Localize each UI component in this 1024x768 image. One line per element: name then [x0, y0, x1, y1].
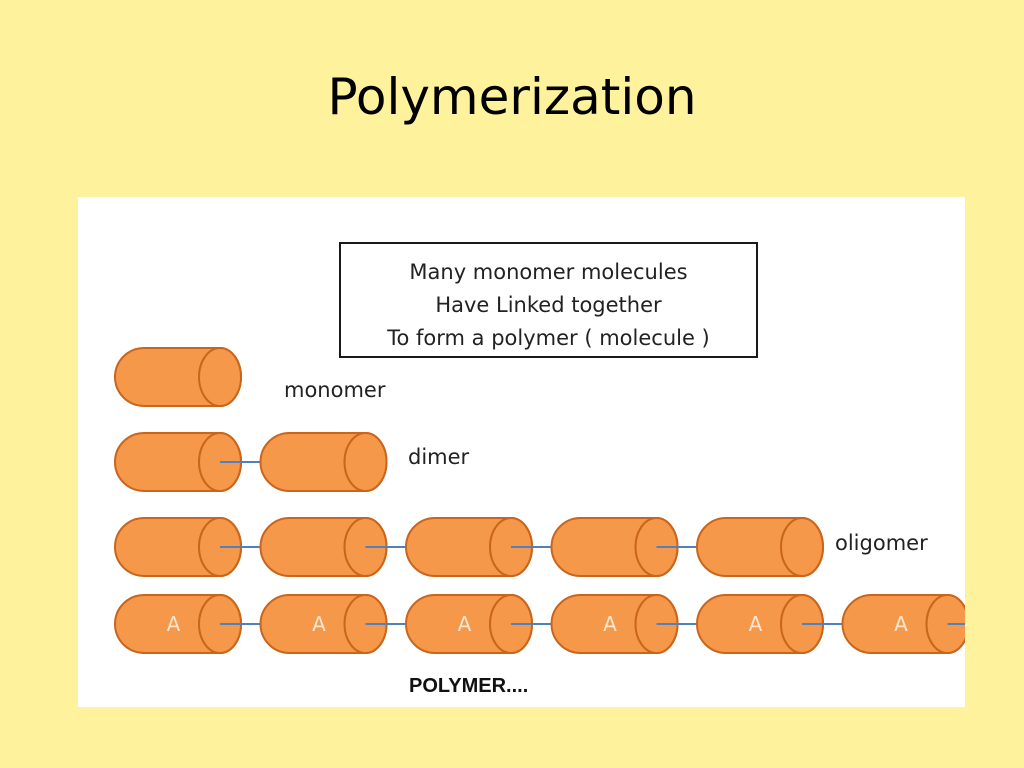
slide-title: Polymerization: [327, 68, 697, 126]
cylinder-row3-unit5-cap: [780, 517, 824, 577]
unit-letter-6: A: [894, 612, 908, 636]
cylinder-row4-unit6-cap: [925, 594, 965, 654]
cylinder-row2-unit2-cap: [343, 432, 388, 492]
unit-letter-4: A: [603, 612, 617, 636]
unit-letter-3: A: [458, 612, 472, 636]
info-line-2: Have Linked together: [435, 293, 662, 317]
label-monomer: monomer: [284, 378, 386, 402]
unit-letter-1: A: [167, 612, 181, 636]
unit-letter-5: A: [749, 612, 763, 636]
label-oligomer: oligomer: [835, 531, 928, 555]
cylinder-row1-unit1-cap: [198, 347, 242, 407]
label-dimer: dimer: [408, 445, 470, 469]
label-polymer: POLYMER....: [409, 675, 529, 697]
info-box: Many monomer molecules Have Linked toget…: [339, 242, 758, 358]
info-line-3: To form a polymer ( molecule ): [387, 326, 710, 350]
unit-letter-2: A: [312, 612, 326, 636]
info-line-1: Many monomer molecules: [409, 260, 688, 284]
diagram-panel: A A A A A A Many monomer molecules Have Linke…: [78, 197, 965, 707]
